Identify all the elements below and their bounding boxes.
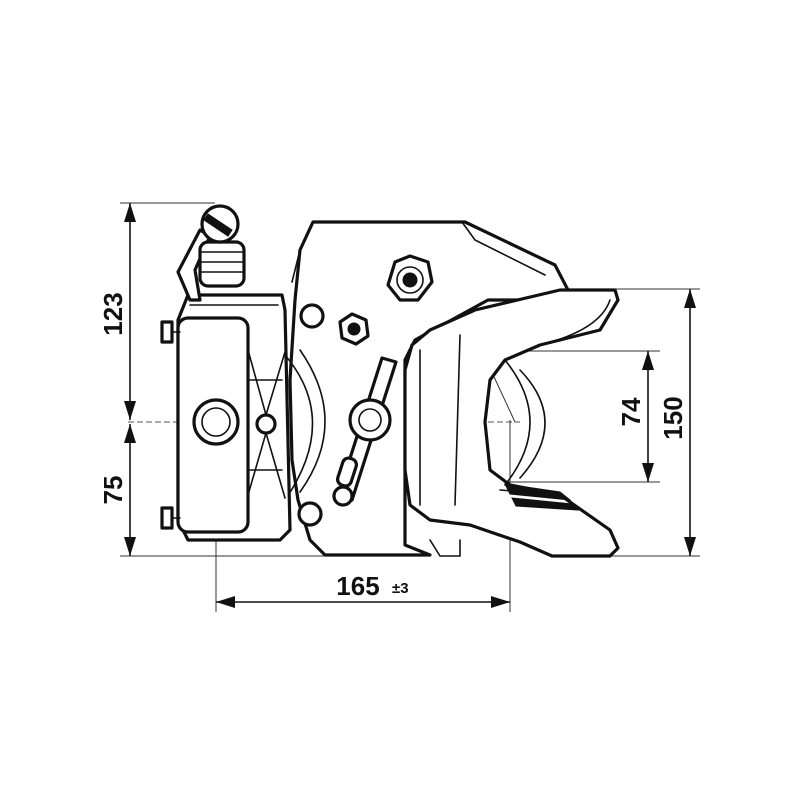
- dim-arrow-bottom: [124, 401, 136, 420]
- handle-knob-grip: [203, 213, 233, 237]
- lever-knob: [332, 485, 354, 507]
- dim-label-74: 74: [616, 397, 646, 426]
- dim-label-150: 150: [658, 396, 688, 439]
- dimension-74: 74: [616, 351, 654, 482]
- housing-top-edge: [299, 221, 314, 251]
- hex-nut-small: [338, 312, 370, 346]
- jaw-upper-lip: [539, 299, 611, 346]
- coupling-jaw: [403, 288, 620, 558]
- dim-label-165: 165: [336, 571, 379, 601]
- dim-arrow-bottom: [684, 537, 696, 556]
- dim-arrow-top: [124, 424, 136, 443]
- housing-arc-inner: [299, 349, 326, 493]
- dim-arrow-top: [124, 203, 136, 222]
- dim-arrow-left: [216, 596, 235, 608]
- spring-rings: [201, 251, 243, 273]
- pivot-disc: [348, 398, 392, 442]
- linkage-cross-bars: [249, 379, 283, 471]
- linkage-lower-arms: [247, 432, 286, 499]
- dimension-75: 75: [98, 424, 136, 556]
- top-spring-assembly: [176, 204, 246, 302]
- dimension-150: 150: [658, 289, 696, 556]
- dim-label-75: 75: [98, 476, 128, 505]
- dim-arrow-top: [642, 351, 654, 370]
- pin-outer: [192, 398, 240, 446]
- spring-body: [198, 240, 246, 288]
- housing-rib-line: [461, 221, 546, 276]
- pivot-center: [358, 408, 382, 432]
- jaw-mouth-arc: [504, 359, 531, 486]
- jaw-inner-arc: [519, 369, 546, 479]
- housing-edge-line: [291, 249, 301, 283]
- dimension-123: 123: [98, 203, 136, 420]
- dim-arrow-bottom: [124, 537, 136, 556]
- jaw-side-edge: [454, 334, 461, 506]
- hex-nut-large: [386, 254, 434, 302]
- housing-bolt-lower: [297, 501, 323, 527]
- dim-label-123: 123: [98, 292, 128, 335]
- housing-bolt-upper: [299, 303, 325, 329]
- jaw-foot: [429, 539, 461, 557]
- dim-arrow-right: [491, 596, 510, 608]
- pin-inner: [201, 407, 231, 437]
- flange-bolt-head-lower: [160, 506, 174, 530]
- dim-arrow-top: [684, 289, 696, 308]
- dim-arrow-bottom: [642, 463, 654, 482]
- linkage-hub: [255, 413, 277, 435]
- coupling-pin: [192, 398, 240, 446]
- dim-tolerance-165: ±3: [392, 580, 409, 597]
- housing-arc-left: [284, 354, 314, 501]
- lever-grip: [335, 456, 359, 488]
- spring-linkage: [247, 349, 286, 499]
- jaw-outer: [403, 288, 620, 558]
- release-handle: [332, 356, 398, 507]
- flange-bolt-head-upper: [160, 320, 174, 344]
- linkage-upper-arms: [247, 349, 286, 416]
- jaw-lower-rib-1: [504, 483, 572, 501]
- dimension-165: 165 ±3: [216, 571, 510, 608]
- jaw-lower-rib-2: [511, 497, 580, 511]
